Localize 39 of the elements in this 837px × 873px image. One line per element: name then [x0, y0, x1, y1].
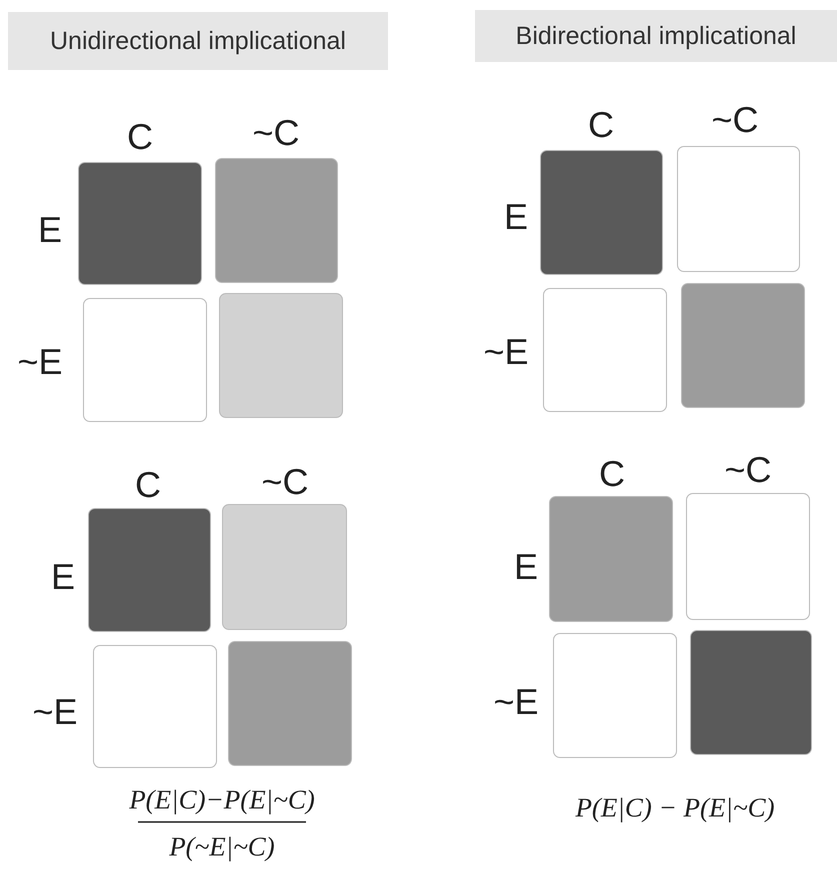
shaded-square [78, 162, 202, 285]
axis-label: ~C [724, 452, 772, 488]
axis-label: ~E [493, 684, 539, 720]
axis-label: C [127, 119, 153, 155]
shaded-square [88, 508, 211, 632]
formula-text: P(~E|~C) [169, 834, 275, 860]
formula-text: P(E|C) − P(E|~C) [575, 794, 775, 822]
axis-label: ~C [252, 115, 300, 151]
shaded-square [93, 645, 217, 768]
shaded-square [540, 150, 663, 275]
shaded-square [681, 283, 805, 408]
shaded-square [219, 293, 343, 418]
axis-label: C [599, 456, 625, 492]
axis-label: C [135, 467, 161, 503]
shaded-square [83, 298, 207, 422]
shaded-square [222, 504, 347, 630]
heading-box [8, 12, 388, 70]
shaded-square [549, 496, 673, 622]
axis-label: E [504, 199, 528, 235]
shaded-square [690, 630, 812, 755]
axis-label: ~C [711, 102, 759, 138]
heading-box [475, 10, 837, 62]
axis-label: ~C [261, 464, 309, 500]
axis-label: ~E [17, 344, 63, 380]
shaded-square [543, 288, 667, 412]
heading-text: Unidirectional implicational [50, 26, 346, 56]
shaded-square [215, 158, 338, 283]
shaded-square [686, 493, 810, 620]
shaded-square [677, 146, 800, 272]
formula-text: P(E|C)−P(E|~C) [129, 786, 315, 814]
axis-label: E [51, 559, 75, 595]
axis-label: ~E [483, 334, 529, 370]
axis-label: C [588, 107, 614, 143]
axis-label: ~E [32, 694, 78, 730]
axis-label: E [514, 549, 538, 585]
heading-text: Bidirectional implicational [516, 22, 796, 50]
shaded-square [228, 641, 352, 766]
axis-label: E [38, 212, 62, 248]
shaded-square [553, 633, 677, 758]
